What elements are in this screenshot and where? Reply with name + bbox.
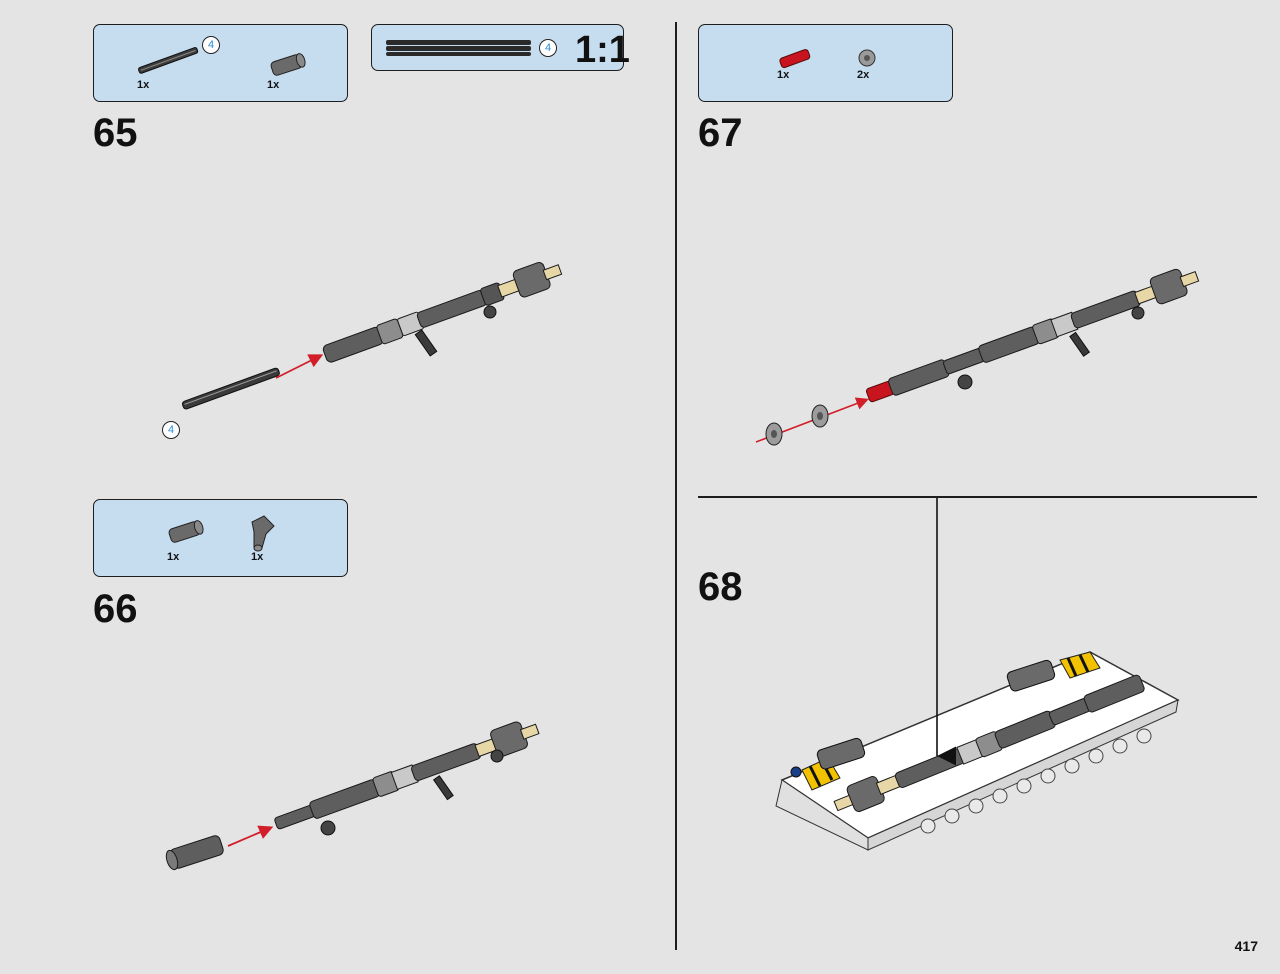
part-qty: 1x (777, 69, 790, 81)
step-number: 66 (93, 587, 138, 631)
scale-label: 1:1 (575, 29, 630, 71)
vertical-divider (675, 22, 677, 950)
connector-part-icon (270, 53, 306, 76)
axle-part-icon (138, 47, 199, 74)
part-qty: 2x (857, 69, 870, 81)
step-number: 67 (698, 111, 743, 155)
parts-callout-step-66: 1x 1x (93, 499, 348, 577)
connector-part-icon (168, 520, 204, 543)
length-badge: 4 (202, 36, 220, 54)
part-qty: 1x (251, 551, 264, 563)
parts-callout-step-67: 1x 2x (698, 24, 953, 102)
axle-scale-art (386, 40, 531, 56)
angle-connector-part-icon (251, 515, 275, 552)
part-qty: 1x (167, 551, 180, 563)
red-axle-part-icon (779, 49, 811, 69)
length-badge: 4 (162, 421, 180, 439)
parts-art-65 (138, 47, 306, 76)
part-qty: 1x (267, 79, 280, 91)
parts-art-66 (168, 515, 275, 552)
step-number: 65 (93, 111, 138, 155)
length-badge: 4 (539, 39, 557, 57)
bush-part-icon (858, 49, 876, 67)
step-number: 68 (698, 565, 743, 609)
page-number: 417 (1234, 938, 1258, 954)
horizontal-divider (698, 496, 1257, 498)
scale-callout: 4 1:1 (371, 24, 630, 71)
part-qty: 1x (137, 79, 150, 91)
parts-art-67 (779, 49, 876, 69)
parts-callout-step-65: 4 1x 1x (93, 24, 348, 102)
